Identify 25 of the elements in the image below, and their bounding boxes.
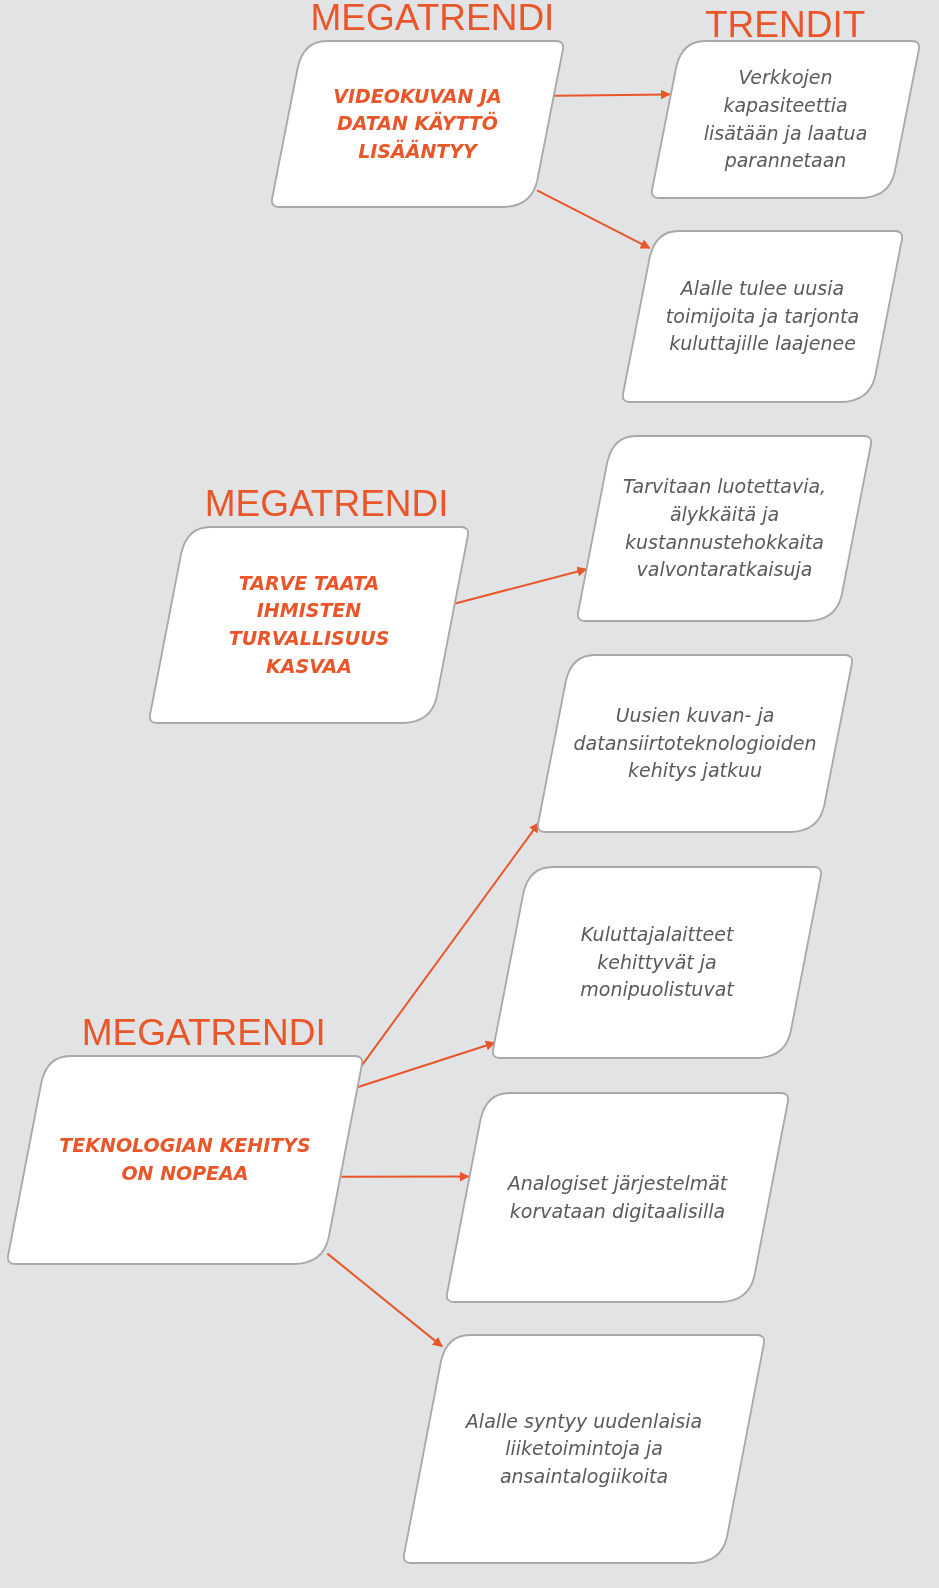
megatrend-heading: MEGATRENDI xyxy=(204,485,449,522)
arrow xyxy=(340,1171,470,1182)
trend-box xyxy=(403,1335,765,1563)
trend-text: Tarvitaan luotettavia, älykkäitä ja kustannustehokkaita valvontaratkaisuja xyxy=(621,474,828,583)
arrow xyxy=(326,1252,443,1348)
trend-box xyxy=(537,655,853,832)
megatrend-text: VIDEOKUVAN JA DATAN KÄYTTÖ LISÄÄNTYY xyxy=(332,83,503,164)
trend-box xyxy=(651,41,920,198)
trend-text: Kuluttajalaitteet kehittyvät ja monipuolistuvat xyxy=(579,922,736,1003)
column-heading: TRENDIT xyxy=(705,6,866,43)
trend-text: Alalle tulee uusia toimijoita ja tarjonta kuluttajille laajenee xyxy=(664,276,861,357)
trend-box xyxy=(577,436,872,621)
arrow xyxy=(536,189,651,250)
arrow xyxy=(553,89,671,100)
trend-text: Uusien kuvan- ja datansiirtoteknologioiden kehitys jatkuu xyxy=(573,703,817,784)
trend-box xyxy=(492,867,822,1058)
megatrend-text: TEKNOLOGIAN KEHITYS ON NOPEAA xyxy=(58,1133,312,1186)
megatrend-text: TARVE TAATA IHMISTEN TURVALLISUUS KASVAA xyxy=(227,570,391,679)
trend-box xyxy=(446,1093,789,1302)
trend-text: Analogiset järjestelmät korvataan digitaalisilla xyxy=(506,1170,729,1224)
megatrend-heading: MEGATRENDI xyxy=(81,1014,326,1051)
trend-text: Alalle syntyy uudenlaisia liiketoimintoja ja ansaintalogiikoita xyxy=(464,1408,704,1489)
trend-text: Verkkojen kapasiteettia lisätään ja laatua parannetaan xyxy=(702,65,869,174)
trend-box xyxy=(622,231,903,402)
megatrend-heading: MEGATRENDI xyxy=(310,0,555,36)
